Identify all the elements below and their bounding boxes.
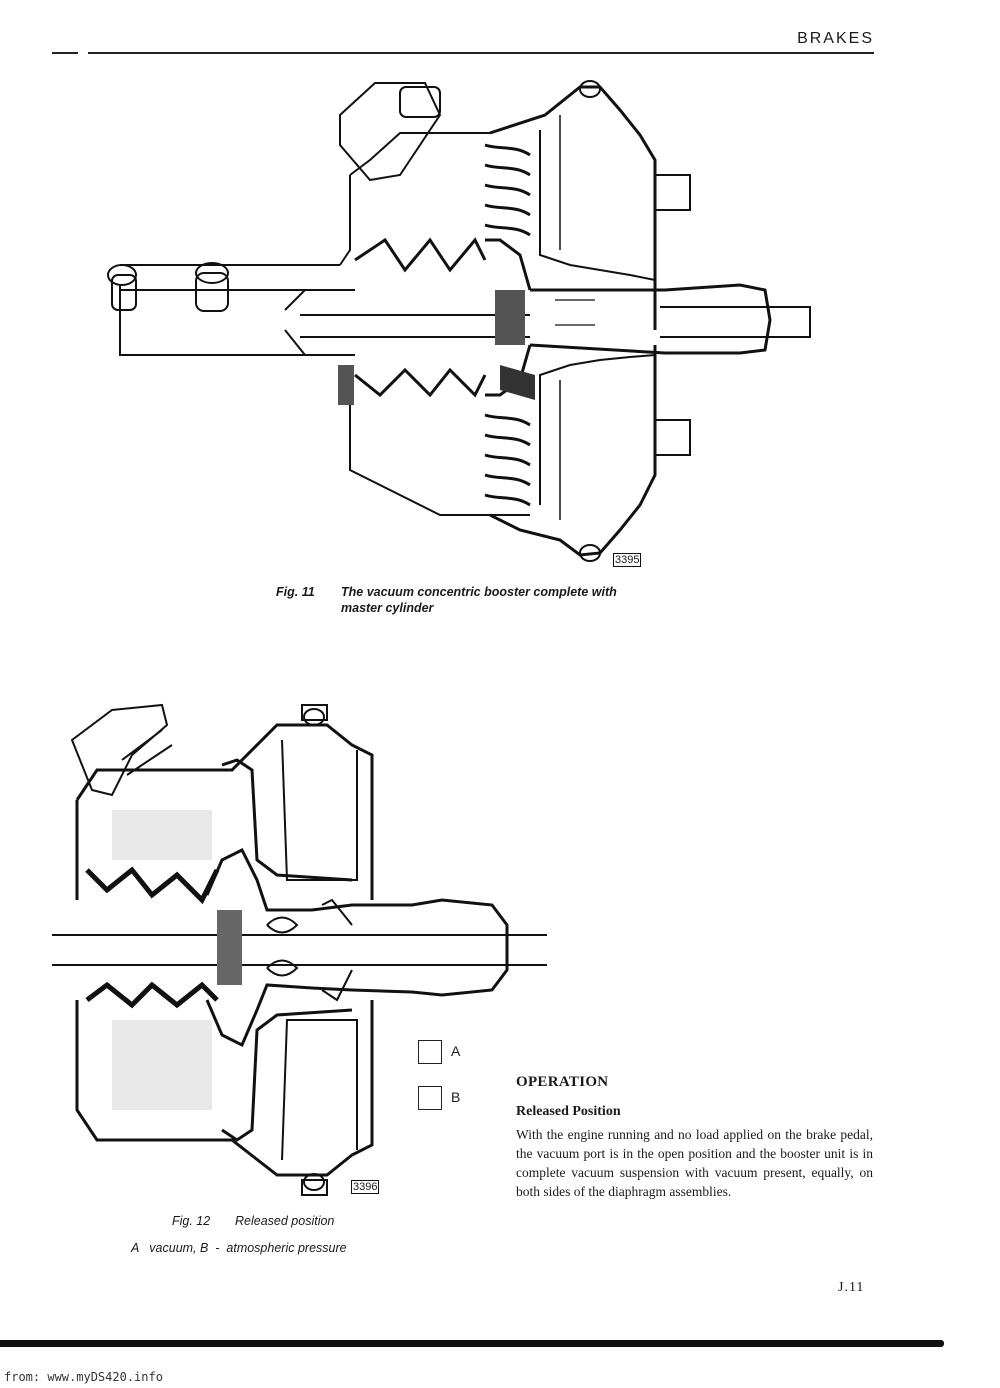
figure-11-caption-line2: master cylinder <box>341 601 433 615</box>
figure-11-caption-text2: master cylinder <box>341 601 434 615</box>
legend-label-b: B <box>451 1089 461 1105</box>
footer-rule <box>0 1340 944 1347</box>
legend-box-a <box>418 1040 442 1064</box>
legend-label-a: A <box>451 1043 461 1059</box>
figure-11-caption-line1: The vacuum concentric booster complete w… <box>341 585 617 599</box>
header-rule-gap <box>78 49 88 57</box>
figure-12-caption-label: Fig. 12 <box>172 1214 211 1228</box>
figure-11-caption-text1: The vacuum concentric booster complete w… <box>341 585 617 599</box>
section-title: BRAKES <box>797 30 874 47</box>
source-watermark: from: www.myDS420.info <box>4 1370 163 1384</box>
figure-11-booster-drawing <box>107 80 811 562</box>
figure-12-number-tag: 3396 <box>351 1180 380 1194</box>
operation-body: With the engine running and no load appl… <box>516 1127 873 1199</box>
figure-12-legend-line: A vacuum, B - atmospheric pressure <box>131 1241 347 1255</box>
figure-11-number-tag: 3395 <box>613 553 642 567</box>
header-rule <box>52 52 874 54</box>
figure-12-booster-drawing <box>52 703 547 1196</box>
legend-box-b <box>418 1086 442 1110</box>
figure-11-caption-label: Fig. 11 <box>276 585 315 599</box>
operation-heading: OPERATION <box>516 1074 609 1090</box>
page-number: J.11 <box>838 1280 865 1295</box>
operation-subheading: Released Position <box>516 1104 621 1119</box>
figure-11-label-text: Fig. 11 <box>276 585 315 599</box>
figure-12-caption-text: Released position <box>235 1214 335 1228</box>
